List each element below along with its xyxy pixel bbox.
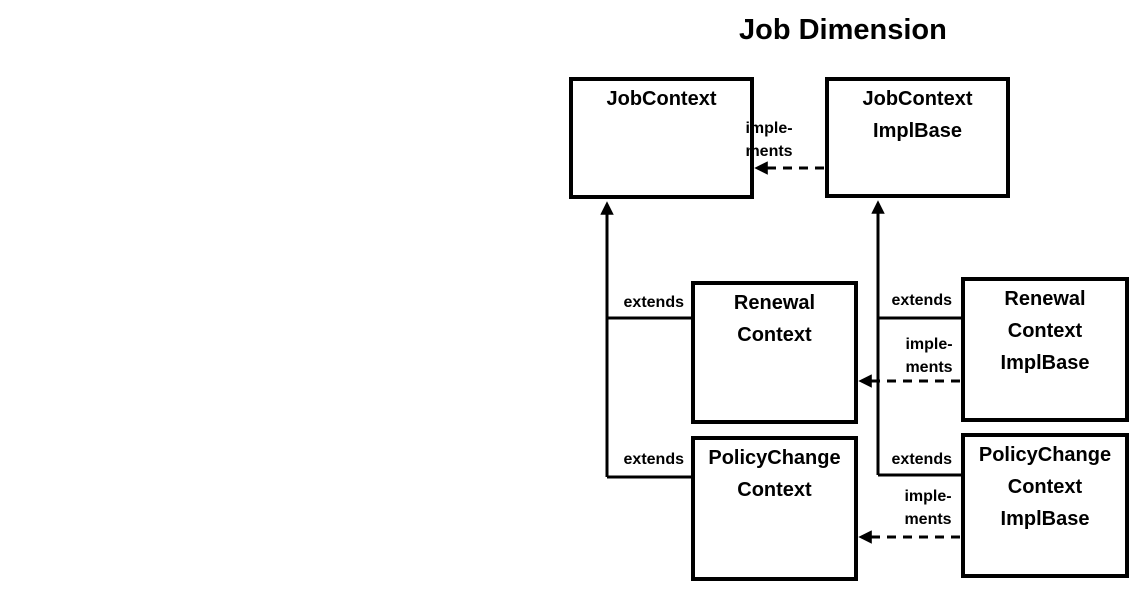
edge-label-implements-jobcontext: imple- ments <box>745 120 793 160</box>
edge-implements-group <box>754 161 960 544</box>
edge-extends-left-group <box>600 201 691 479</box>
edge-extends-right-group <box>871 200 961 477</box>
edge-label-extends-policychangecontextimplbase: extends <box>891 451 952 468</box>
class-box-renewalcontextimplbase: Renewal Context ImplBase <box>961 277 1129 422</box>
class-box-policychangecontext: PolicyChange Context <box>691 436 858 581</box>
edge-label-implements-renewalcontext: imple- ments <box>905 336 953 376</box>
diagram-title: Job Dimension <box>739 14 947 46</box>
edge-label-extends-renewalcontextimplbase: extends <box>891 292 952 309</box>
class-box-jobcontextimplbase: JobContext ImplBase <box>825 77 1010 198</box>
class-box-renewalcontext: Renewal Context <box>691 281 858 424</box>
class-box-policychangecontextimplbase: PolicyChange Context ImplBase <box>961 433 1129 578</box>
edge-label-extends-policychangecontext: extends <box>623 451 684 468</box>
edge-label-extends-renewalcontext: extends <box>623 294 684 311</box>
class-box-jobcontext: JobContext <box>569 77 754 199</box>
edge-label-implements-policychangecontext: imple- ments <box>904 488 952 528</box>
